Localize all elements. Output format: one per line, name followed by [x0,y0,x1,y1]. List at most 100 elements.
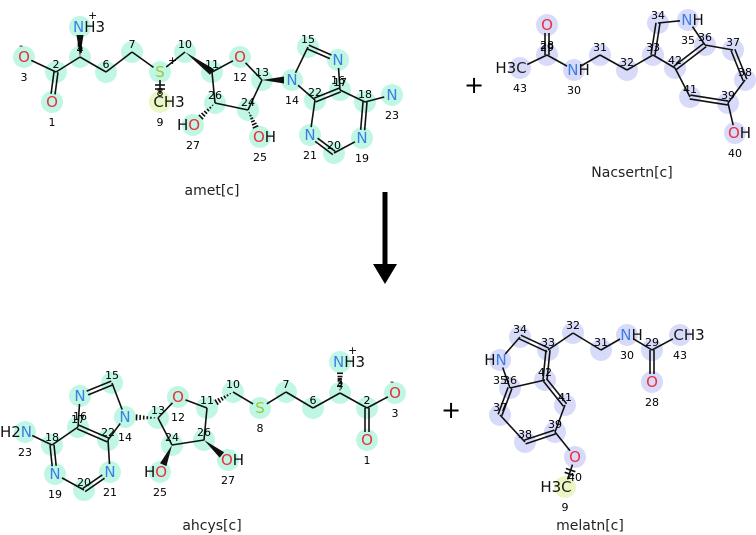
atom-highlight [182,114,204,136]
atom-label: NH [567,61,590,79]
atom-number: 8 [257,422,264,435]
bond [135,414,156,421]
atom-number: 7 [283,378,290,391]
atom-label: N [386,86,397,104]
atom-number: 31 [594,336,608,349]
atom-label-post: H3 [684,326,705,344]
bond [542,349,551,381]
atom-number: 40 [728,147,742,160]
atom-highlight [249,126,271,148]
atom-number: 36 [698,31,712,44]
atom-number: 4 [337,379,344,392]
atom-highlight [563,59,585,81]
bond [651,338,674,351]
atom-label: HO [144,463,167,481]
atom-number: 42 [668,54,682,67]
bond [554,404,566,433]
bond [285,391,314,409]
atom-label-post: H3 [164,93,185,111]
atom-label: HO [177,116,200,134]
atom-number: 32 [566,319,580,332]
bond [599,54,628,71]
atom-number: 24 [241,96,255,109]
atom-number: 16 [73,410,87,423]
bond [248,111,259,129]
bond [546,54,568,67]
atom-label-el: N [356,129,367,147]
bond [107,422,121,441]
bond [157,417,173,446]
atom-number: 7 [129,38,136,51]
molecule-title: ahcys[c] [182,518,241,534]
bond [364,96,385,103]
atom-label: O [172,388,184,406]
atom-label-el: N [304,126,315,144]
atom-highlight [149,91,171,113]
bond [76,35,84,57]
atom-label-pre: H [484,351,495,369]
atom-label-el: O [221,451,233,469]
atom-label: OH [221,451,244,469]
bond [31,434,53,446]
bond [652,54,676,69]
atom-label: N [74,387,85,405]
atom-label-post: H [233,451,244,469]
atom-highlight [69,16,91,38]
atom-label-el: N [620,326,631,344]
atom-label-el: N [119,408,130,426]
atom-number: 17 [71,413,85,426]
atom-highlight [44,463,66,485]
atom-label: O [361,431,373,449]
atom-number: 9 [157,116,164,129]
atom-highlight [724,122,746,144]
atom-label-el: N [567,61,578,79]
atom-number: 22 [101,426,115,439]
atom-label-el: N [49,465,60,483]
atom-label: N [304,126,315,144]
atom-label-el: O [253,128,265,146]
atom-label-el: O [172,388,184,406]
atom-number: 21 [103,486,117,499]
bond [674,67,691,98]
atom-number: 13 [255,66,269,79]
atom-number: 29 [540,41,554,54]
atom-label-post: H [578,61,589,79]
atom-label: N [119,408,130,426]
atom-label-el: N [21,423,32,441]
bond [155,80,165,94]
atom-label: NH [620,326,643,344]
atom-label-post: H [692,11,703,29]
atom-number: 18 [45,431,59,444]
atom-number: 4 [77,43,84,56]
atom-number: 5 [77,41,84,54]
atom-number: 8 [157,86,164,99]
atom-number: 41 [558,391,572,404]
bond [244,62,263,81]
bond [564,464,576,480]
atom-number: 26 [197,426,211,439]
atom-highlight [69,385,91,407]
bond [704,44,734,51]
atom-number: 3 [21,71,28,84]
atom-label-post: H3 [344,353,365,371]
bond [359,101,368,131]
atom-number: 41 [683,83,697,96]
atom-label-pre: H3 [495,59,516,77]
atom-number: 25 [153,486,167,499]
atom-label: N [332,51,343,69]
bond [49,444,57,467]
atom-number: 3 [392,407,399,420]
bond [337,67,341,91]
bond [509,379,546,389]
bond [727,102,734,126]
atom-number: 43 [673,349,687,362]
atom-number: 12 [171,411,185,424]
atom-label: O [569,448,581,466]
bond [310,99,316,128]
molecule-title: amet[c] [185,183,240,199]
atom-label-el: O [646,373,658,391]
bond [111,382,123,410]
atom-number: 9 [562,501,569,514]
atom-number: 16 [331,74,345,87]
